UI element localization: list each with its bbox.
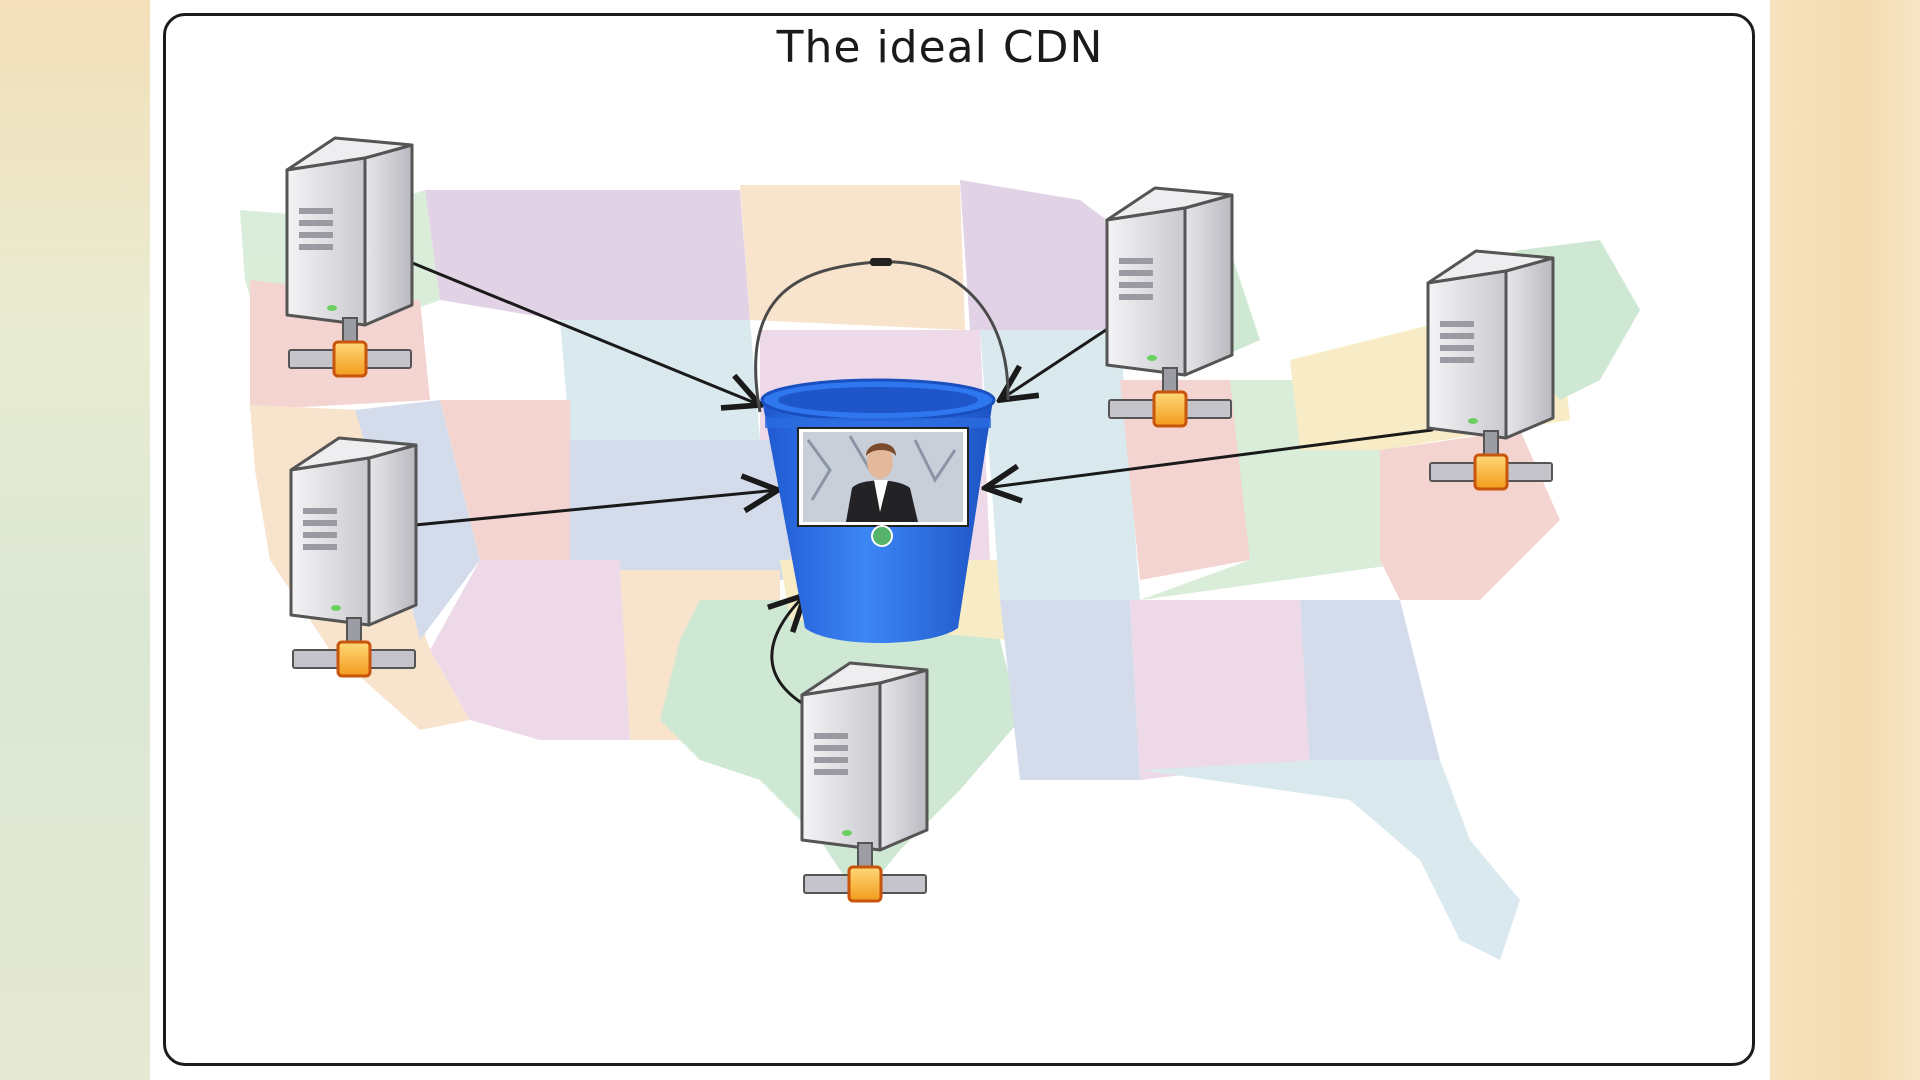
arrow-east [985,428,1434,488]
slide-title: The ideal CDN [776,22,1104,73]
video-thumbnail [797,427,969,527]
arrow-southwest [413,490,778,527]
connection-arrows [408,260,1434,710]
arrow-south [772,595,812,710]
right-background-panel [1770,0,1920,1080]
server-south [800,661,929,903]
arrow-northwest [408,260,760,405]
left-background-panel [0,0,150,1080]
bucket [754,258,1010,643]
arrow-north [1000,320,1120,400]
